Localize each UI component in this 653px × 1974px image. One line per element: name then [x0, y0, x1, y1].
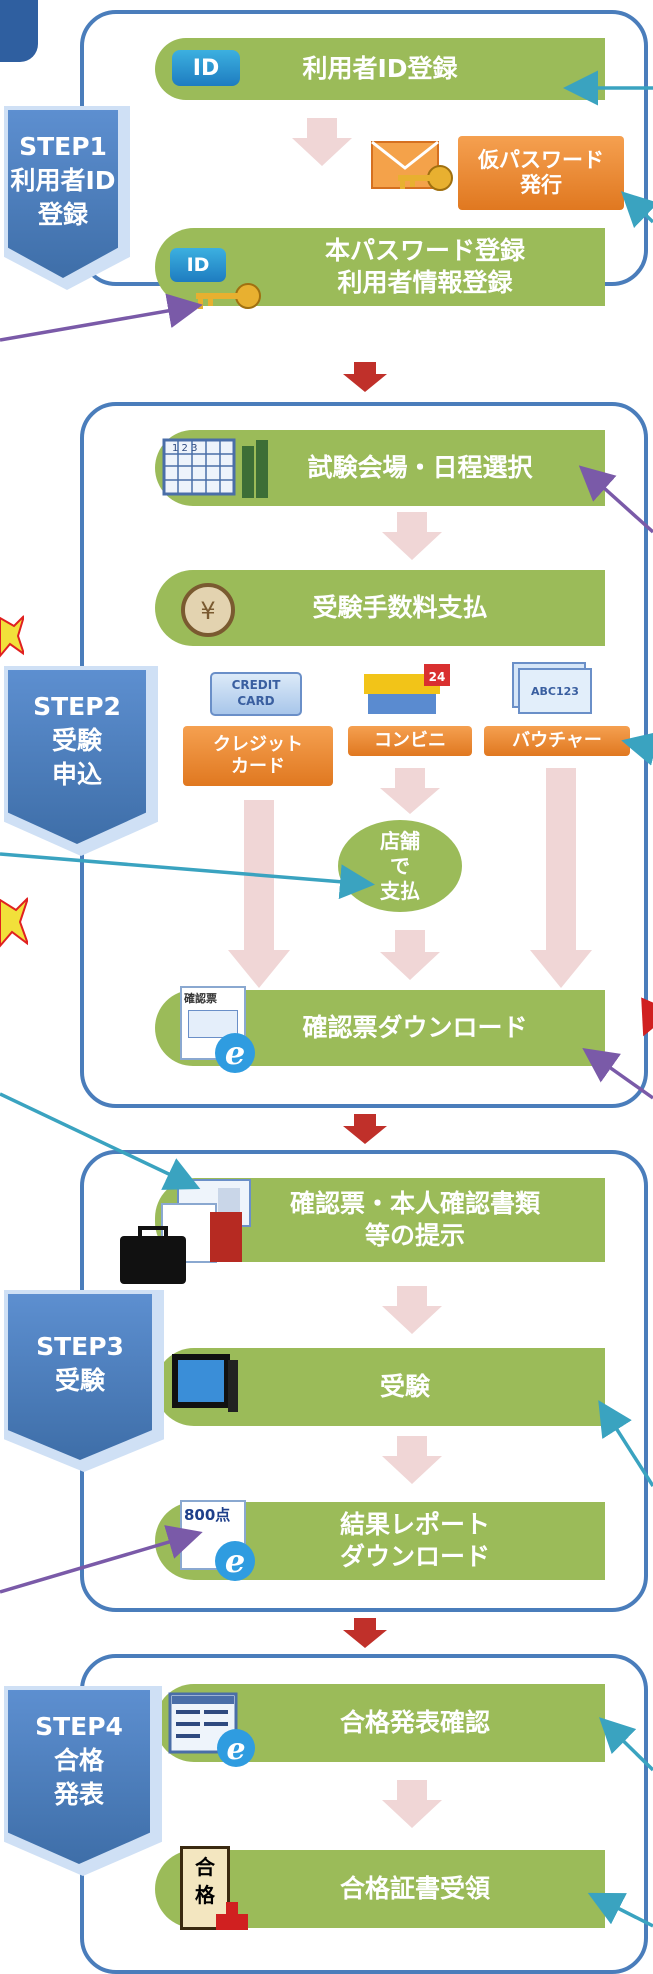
- step2-badge: STEP2 受験 申込: [8, 670, 146, 844]
- voucher-label: バウチャー: [512, 730, 602, 752]
- store-pay-line3: 支払: [380, 878, 420, 903]
- store-down-arrow-icon: [380, 930, 440, 980]
- id-key-icon-text: ID: [186, 254, 210, 276]
- down-arrow-icon: [292, 118, 352, 166]
- id-icon-text: ID: [192, 55, 220, 81]
- present-docs-line2: 等の提示: [364, 1221, 465, 1250]
- credit-card-icon: CREDIT CARD: [210, 672, 302, 716]
- stamp-icon: [216, 1902, 248, 1930]
- exam-label: 受験: [379, 1371, 430, 1401]
- temp-password-line1: 仮パスワード: [478, 147, 604, 172]
- step2-badge-line2: 受験: [51, 725, 102, 755]
- convenience-label: コンビニ: [374, 730, 446, 752]
- step3-badge-wrap: STEP3 受験: [4, 1290, 164, 1472]
- main-password-bar: 本パスワード登録利用者情報登録: [155, 228, 605, 306]
- starburst-icon: [0, 897, 28, 948]
- present-docs-line1: 確認票・本人確認書類: [289, 1188, 540, 1218]
- step4-badge-line2: 合格: [53, 1745, 104, 1775]
- voucher-icon-text: ABC123: [531, 684, 579, 698]
- cert-icon-line2: 格: [195, 1883, 215, 1907]
- red-down-arrow-icon: [343, 1114, 387, 1144]
- svg-text:¥: ¥: [200, 597, 215, 625]
- monitor-icon: [172, 1354, 238, 1412]
- temp-password-line2: 発行: [520, 173, 562, 197]
- store-pay-line2: で: [390, 853, 410, 878]
- id-icon: ID: [172, 50, 240, 86]
- step1-badge-wrap: STEP1 利用者ID 登録: [4, 106, 130, 290]
- red-down-arrow-icon: [343, 362, 387, 392]
- voucher-option: バウチャー: [484, 726, 630, 756]
- voucher-flow-arrow-icon: [530, 768, 592, 988]
- convenience-option: コンビニ: [348, 726, 472, 756]
- svg-text:24: 24: [429, 670, 446, 684]
- step1-badge-line2: 利用者ID: [10, 165, 116, 195]
- results-list-icon: e: [168, 1692, 255, 1767]
- corner-decoration: [0, 0, 38, 62]
- step4-badge-line3: 発表: [53, 1779, 104, 1809]
- credit-card-option: クレジットカード: [183, 726, 333, 786]
- step2-badge-wrap: STEP2 受験 申込: [4, 666, 158, 856]
- step3-badge: STEP3 受験: [8, 1294, 152, 1460]
- credit-icon-line2: CARD: [237, 693, 275, 708]
- connector-line: [0, 293, 203, 342]
- key-icon: [196, 283, 261, 309]
- step2-badge-line3: 申込: [51, 759, 102, 789]
- main-password-line1: 本パスワード登録: [324, 235, 525, 265]
- down-arrow-icon: [382, 512, 442, 560]
- calendar-text: 1 2 3: [172, 443, 197, 454]
- result-download-line1: 結果レポート: [339, 1509, 490, 1539]
- pass-check-label: 合格発表確認: [339, 1707, 490, 1737]
- store-pay-line1: 店舗: [380, 828, 420, 853]
- fee-payment-label: 受験手数料支払: [312, 592, 488, 622]
- certificate-label: 合格証書受領: [339, 1873, 490, 1903]
- convenience-store-icon: 24: [364, 664, 450, 714]
- temp-password-box: 仮パスワード発行: [458, 136, 624, 210]
- credit-icon-line1: CREDIT: [231, 678, 281, 692]
- calendar-icon: 1 2 3: [162, 438, 268, 498]
- main-password-line2: 利用者情報登録: [337, 268, 513, 297]
- step2-badge-line1: STEP2: [33, 692, 121, 721]
- starburst-icon: [0, 615, 24, 658]
- down-arrow-icon: [382, 1436, 442, 1484]
- credit-flow-arrow-icon: [228, 800, 290, 988]
- convenience-down-arrow-icon: [380, 768, 440, 814]
- step1-badge-line1: STEP1: [19, 132, 107, 161]
- step3-badge-line2: 受験: [54, 1365, 105, 1395]
- down-arrow-icon: [382, 1286, 442, 1334]
- cert-icon-line1: 合: [195, 1855, 215, 1879]
- svg-text:e: e: [225, 1034, 245, 1072]
- confirm-icon-text: 確認票: [184, 992, 217, 1005]
- venue-select-label: 試験会場・日程選択: [307, 452, 533, 482]
- step3-badge-line1: STEP3: [36, 1332, 124, 1361]
- down-arrow-icon: [382, 1780, 442, 1828]
- browser-e-icon: e: [215, 1033, 255, 1073]
- yen-coin-icon: ¥: [181, 583, 235, 637]
- id-documents-icon: [120, 1179, 251, 1284]
- id-key-icon: ID: [170, 248, 226, 282]
- envelope-key-icon: [371, 140, 453, 191]
- register-id-label: 利用者ID登録: [302, 53, 458, 83]
- step1-badge-line3: 登録: [37, 199, 88, 229]
- score-icon-text: 800点: [184, 1506, 231, 1524]
- step4-badge: STEP4 合格 発表: [8, 1690, 150, 1864]
- svg-text:e: e: [225, 1542, 245, 1580]
- voucher-icon: ABC123: [512, 662, 592, 714]
- step4-badge-line1: STEP4: [35, 1712, 123, 1741]
- result-download-line2: ダウンロード: [339, 1542, 490, 1571]
- red-down-arrow-icon: [343, 1618, 387, 1648]
- credit-option-line2: カード: [231, 756, 285, 777]
- confirm-download-label: 確認票ダウンロード: [302, 1012, 528, 1042]
- step4-badge-wrap: STEP4 合格 発表: [4, 1686, 162, 1876]
- store-pay-circle: 店舗で支払: [338, 820, 462, 912]
- svg-text:e: e: [226, 1732, 245, 1767]
- fee-payment-bar: 受験手数料支払: [155, 570, 605, 646]
- credit-option-line1: クレジット: [213, 734, 303, 756]
- browser-e-icon: e: [215, 1541, 255, 1581]
- step1-badge: STEP1 利用者ID 登録: [8, 110, 118, 278]
